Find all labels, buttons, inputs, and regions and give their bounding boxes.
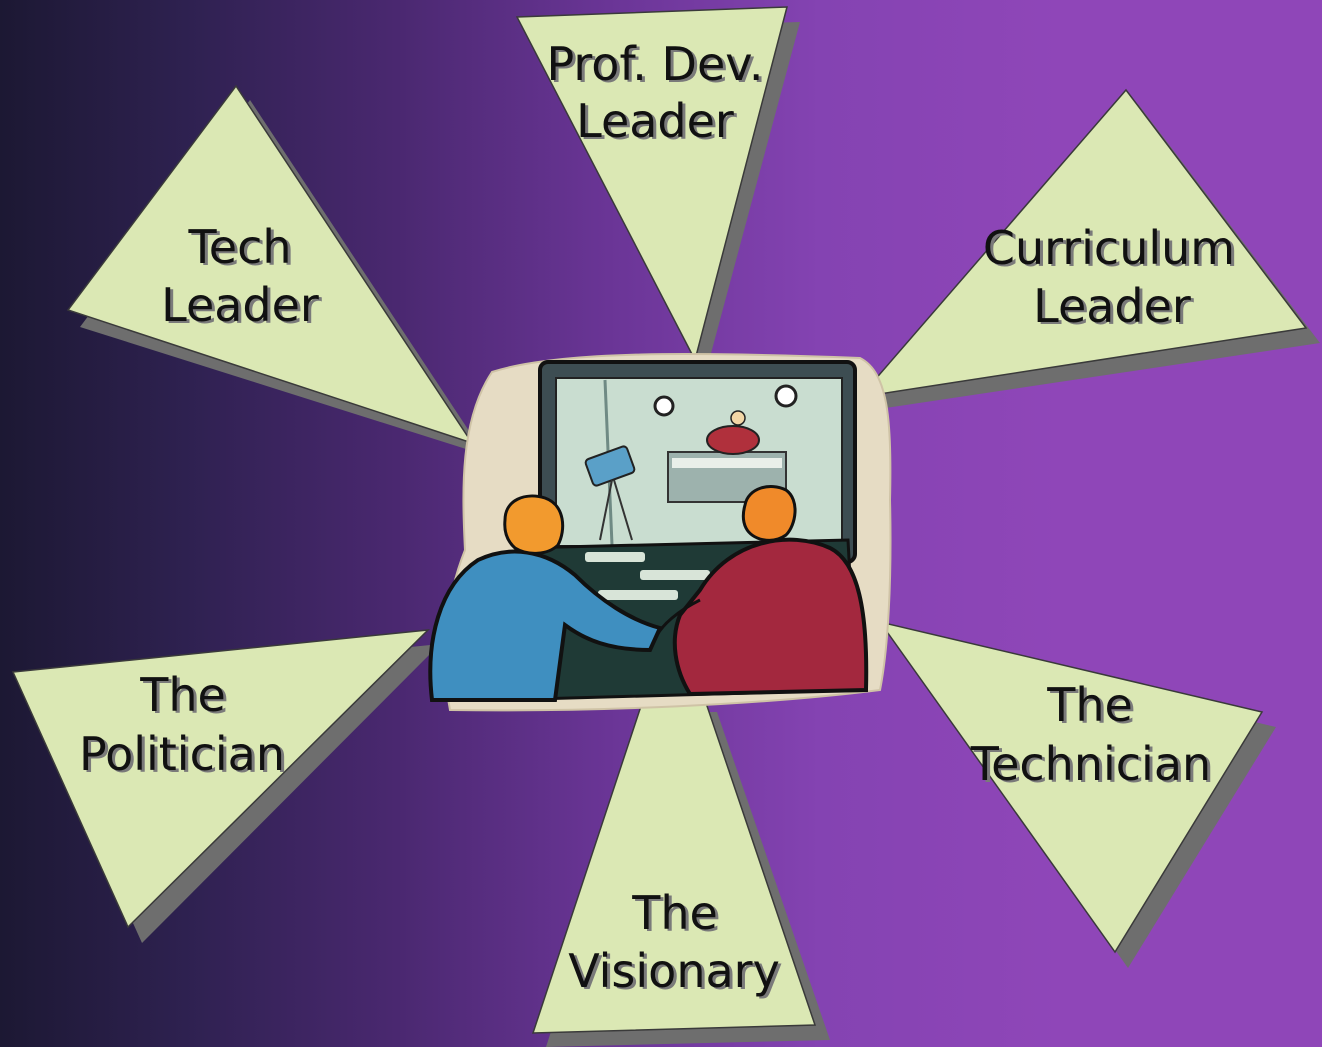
visionary-line1: The [631,886,718,940]
tech-line1-shadow: Tech [190,222,294,276]
triangle-politician-shape [11,629,431,929]
triangle-curriculum-shape [858,88,1308,399]
clipart-person-right-head [741,485,797,542]
triangle-technician-shape [878,620,1264,954]
clipart-studio-light-2 [774,384,798,408]
triangle-curriculum-leader: Curriculum Curriculum Leader Leader [858,88,1320,410]
triangle-prof-dev-leader: Prof. Dev. Prof. Dev. Leader Leader [515,6,800,372]
triangle-politician: The The Politician Politician [11,629,440,943]
technician-line1: The [1046,678,1133,732]
triangle-technician: The The Technician Technician [878,620,1276,968]
technician-line2: Technician [970,737,1211,791]
tech-line2: Leader [161,278,319,332]
curriculum-line1-shadow: Curriculum [986,223,1238,277]
curriculum-line1: Curriculum [983,221,1235,275]
two-people-console-icon [428,353,892,712]
politician-line2-shadow: Politician [82,729,288,783]
visionary-line1-shadow: The [634,888,721,942]
triangle-prof-dev-shape [515,6,788,363]
triangle-tech-leader: Tech Tech Leader Leader [66,84,485,455]
triangle-visionary: The The Visionary Visionary [531,699,830,1047]
prof-dev-line1: Prof. Dev. [546,37,763,91]
politician-line1: The [139,668,226,722]
technician-line2-shadow: Technician [973,739,1214,793]
clipart-studio-light-1 [653,395,675,417]
tech-line1: Tech [187,220,291,274]
politician-line1-shadow: The [142,670,229,724]
clipart-person-right-body [672,537,869,697]
curriculum-line2: Leader [1033,279,1191,333]
prof-dev-line2-shadow: Leader [579,96,737,150]
clipart-presenter [706,425,760,455]
clipart-person-left-body [428,549,663,702]
prof-dev-line1-shadow: Prof. Dev. [549,39,766,93]
tech-line2-shadow: Leader [164,280,322,334]
curriculum-line2-shadow: Leader [1036,281,1194,335]
clipart-person-left-head [503,494,565,555]
visionary-line2-shadow: Visionary [571,946,783,1000]
visionary-line2: Visionary [568,944,780,998]
clipart-camera [584,445,636,487]
prof-dev-line2: Leader [576,94,734,148]
politician-line2: Politician [79,727,285,781]
triangle-tech-shape [66,84,474,445]
technician-line1-shadow: The [1049,680,1136,734]
